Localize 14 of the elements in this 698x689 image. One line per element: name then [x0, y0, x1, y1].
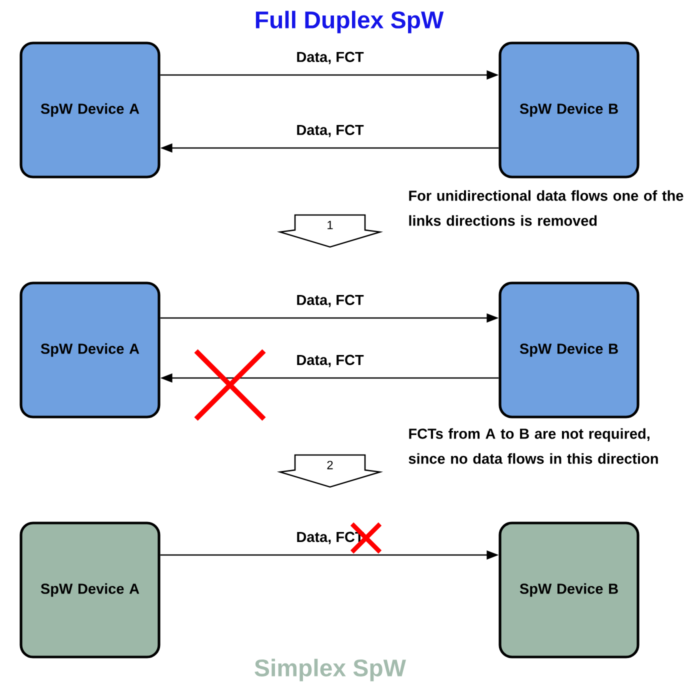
title: Full Duplex SpW	[256, 10, 444, 34]
device-box: SpW Device A	[20, 522, 160, 658]
device-box: SpW Device B	[498, 42, 640, 178]
device-box: SpW Device A	[20, 42, 160, 178]
edge-label: Data, FCT	[295, 50, 365, 66]
device-box: SpW Device A	[20, 282, 160, 418]
device-box: SpW Device B	[498, 282, 640, 418]
device-box: SpW Device B	[498, 522, 640, 658]
note: FCTs from A to B are not required, since no data flows in this direction	[408, 428, 658, 464]
edge-label: Data, FCT	[295, 294, 365, 308]
edge-label: Data, FCT	[295, 354, 365, 368]
note: For unidirectional data flows one of the links directions is removed	[409, 190, 684, 226]
caption: Simplex SpW	[254, 658, 406, 682]
edge-label: Data, FCT	[295, 124, 365, 138]
